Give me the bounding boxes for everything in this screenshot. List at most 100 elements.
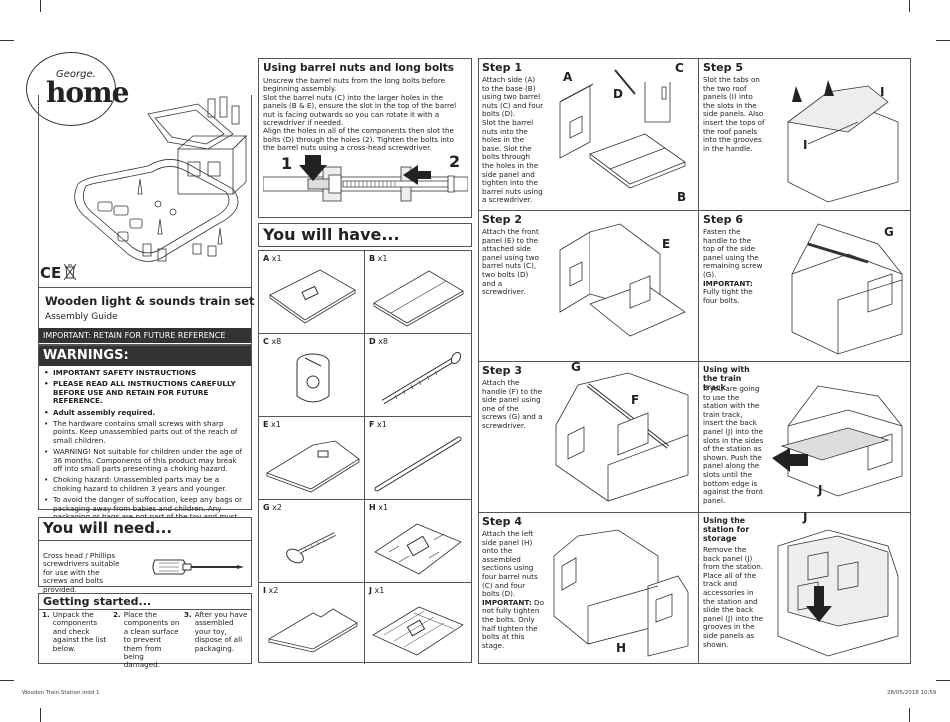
part-g: G x2 <box>259 500 365 583</box>
step-3-drawing <box>555 372 689 502</box>
divider <box>39 540 251 541</box>
step-1-letter-b: B <box>677 190 687 204</box>
part-i-drawing <box>267 608 358 653</box>
divider <box>478 210 911 211</box>
brand-line2: home <box>46 76 129 109</box>
crop-mark <box>936 680 950 681</box>
warning-item: The hardware contains small screws with … <box>44 419 247 445</box>
step-1-letter-a: A <box>563 70 573 84</box>
divider <box>478 512 698 513</box>
part-f: F x1 <box>365 417 471 500</box>
part-h: H x1 <box>365 500 471 583</box>
start-step-2: 2.Place the components on a clean surfac… <box>113 610 180 670</box>
train-set-illustration <box>74 96 247 262</box>
step-2-letter-e: E <box>662 237 671 251</box>
footer-right: 28/05/2018 10:59 <box>887 690 937 696</box>
ce-mark: CE <box>40 264 62 282</box>
part-j: J x1 <box>365 583 471 664</box>
step-4-title: Step 4 <box>482 515 522 528</box>
warnings-heading: WARNINGS: <box>39 346 251 366</box>
step-4-drawing <box>553 529 689 657</box>
barrel-label-1: 1 <box>281 154 293 173</box>
footer-left: Wooden Train Station.indd 1 <box>22 690 100 696</box>
have-heading: You will have... <box>263 225 400 244</box>
part-h-drawing <box>374 523 462 575</box>
part-c-drawing <box>296 353 330 403</box>
step-5-text: Slot the tabs on the two roof panels (I)… <box>703 75 765 153</box>
storage-text: Remove the back panel (J) from the stati… <box>703 545 764 649</box>
divider <box>698 361 911 362</box>
start-step-1: 1.Unpack the components and check agains… <box>42 610 107 653</box>
part-b-drawing <box>373 270 464 327</box>
warnings-list: IMPORTANT SAFETY INSTRUCTIONS PLEASE READ… <box>44 368 247 541</box>
step-2-drawing <box>559 223 686 337</box>
divider <box>698 512 911 513</box>
step-6-text: Fasten the handle to the top of the side… <box>703 227 763 305</box>
getting-started-heading: Getting started... <box>43 595 152 608</box>
part-g-drawing <box>286 532 336 564</box>
bin-icon <box>63 263 77 281</box>
parts-grid: A x1 B x1 C x8 D x8 E x1 F x1 G x2 H x1 … <box>258 250 472 664</box>
step-2-text: Attach the front panel (E) to the attach… <box>482 227 540 297</box>
step-2-title: Step 2 <box>482 213 522 226</box>
crop-mark <box>40 0 41 12</box>
crop-mark <box>909 0 910 12</box>
crop-mark <box>40 708 41 722</box>
divider <box>39 609 251 610</box>
train-track-text: If you are going to use the station with… <box>703 384 764 505</box>
step-1-drawing <box>559 69 686 189</box>
need-text: Cross head / Phillips screwdrivers suita… <box>43 551 120 594</box>
step-3-title: Step 3 <box>482 364 522 377</box>
part-e: E x1 <box>259 417 365 500</box>
train-track-title: Using with the train track <box>703 365 750 392</box>
part-i: I x2 <box>259 583 365 664</box>
part-d: D x8 <box>365 334 471 417</box>
warnings-panel: WARNINGS: IMPORTANT SAFETY INSTRUCTIONS P… <box>38 345 252 538</box>
divider <box>251 95 252 288</box>
warning-item: IMPORTANT SAFETY INSTRUCTIONS <box>44 368 247 378</box>
step-1-text: Attach side (A) to the base (B) using tw… <box>482 75 544 205</box>
crop-mark <box>936 40 950 41</box>
crop-mark <box>0 40 14 41</box>
step-5-letter-i: I <box>880 85 885 99</box>
title-panel: Wooden light & sounds train set Assembly… <box>38 287 255 345</box>
train-track-drawing <box>772 385 903 497</box>
step-3-text: Attach the handle (F) to the side panel … <box>482 378 543 430</box>
barrel-panel: Using barrel nuts and long bolts Unscrew… <box>258 58 472 218</box>
guide-subtitle: Assembly Guide <box>45 312 118 322</box>
part-f-drawing <box>374 436 462 492</box>
important-bar: IMPORTANT: RETAIN FOR FUTURE REFERENCE <box>39 328 251 343</box>
need-panel: You will need... Cross head / Phillips s… <box>38 517 252 593</box>
storage-letter-j: J <box>803 510 808 524</box>
barrel-label-2: 2 <box>449 152 461 171</box>
divider <box>38 95 39 288</box>
divider <box>478 361 698 362</box>
have-heading-panel: You will have... <box>258 223 472 247</box>
need-heading: You will need... <box>43 519 173 537</box>
barrel-bolt-diagram <box>263 155 468 202</box>
part-e-drawing <box>266 440 360 493</box>
step-1-letter-c: C <box>675 61 684 75</box>
step-5-letter-i2: I <box>803 138 808 152</box>
step-4-text: Attach the left side panel (H) onto the … <box>482 529 544 650</box>
step-1-title: Step 1 <box>482 61 522 74</box>
warning-item: WARNING! Not suitable for children under… <box>44 448 247 473</box>
barrel-text: Unscrew the barrel nuts from the long bo… <box>263 76 457 153</box>
crop-mark <box>909 708 910 722</box>
part-c: C x8 <box>259 334 365 417</box>
getting-started-panel: Getting started... 1.Unpack the componen… <box>38 593 252 669</box>
step-1-letter-d: D <box>613 87 623 101</box>
brand-line1: George. <box>56 69 96 80</box>
screwdriver-icon <box>152 559 244 575</box>
step-6-drawing <box>791 223 903 355</box>
part-j-drawing <box>372 606 464 656</box>
step-5-drawing <box>787 80 899 203</box>
warning-item: Adult assembly required. <box>44 408 247 418</box>
product-title: Wooden light & sounds train set <box>45 294 255 308</box>
start-step-3: 3.After you have assembled your toy, dis… <box>184 610 248 653</box>
step-3-letter-g: G <box>571 360 581 374</box>
crop-mark <box>0 680 14 681</box>
part-a-drawing <box>269 269 356 324</box>
warning-item: PLEASE READ ALL INSTRUCTIONS CAREFULLY B… <box>44 380 247 405</box>
step-3-letter-f: F <box>631 393 640 407</box>
